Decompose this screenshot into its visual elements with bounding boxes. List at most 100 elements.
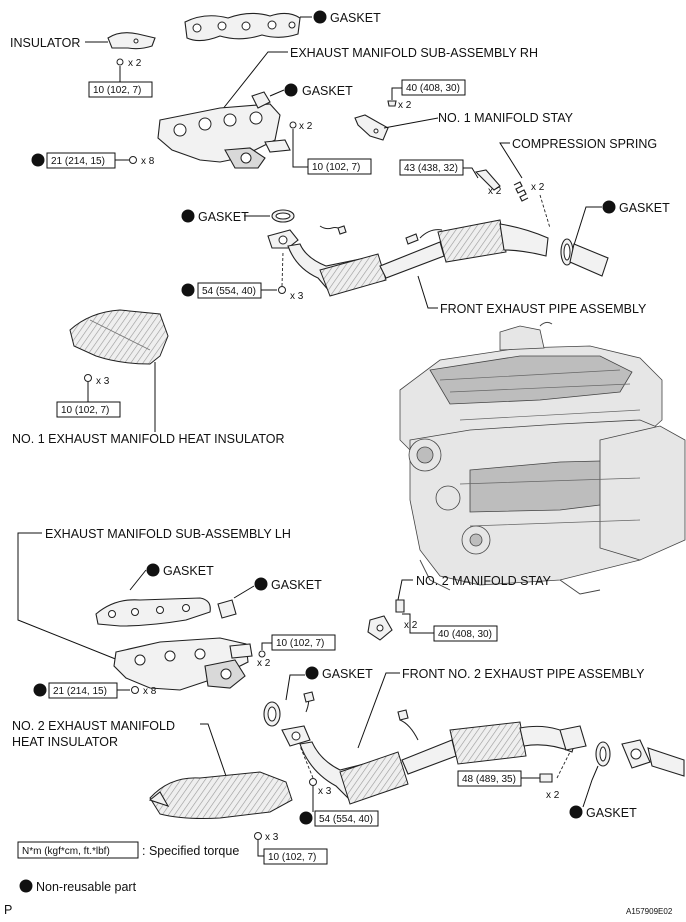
compression-spring-drawing: [513, 181, 529, 202]
torque-box: [433, 625, 498, 642]
no1-manifold-stay-drawing: [354, 114, 389, 141]
gasket-label: GASKET: [322, 667, 373, 681]
nut-icon: [131, 686, 139, 694]
qty-label: x 2: [531, 182, 545, 193]
torque-value: 43 (438, 32): [404, 163, 458, 174]
nut-icon: [309, 778, 317, 786]
qty-label: x 3: [96, 376, 110, 387]
gasket-label: GASKET: [619, 201, 670, 215]
front-exhaust-pipe-drawing: [267, 219, 549, 297]
gasket-label: GASKET: [330, 11, 381, 25]
no1-heat-insulator-drawing: [69, 309, 169, 365]
legend-torque-desc: : Specified torque: [142, 844, 239, 858]
non-reusable-marker: [181, 283, 195, 297]
qty-label: x 2: [398, 100, 412, 111]
engine-assembly-drawing: [399, 321, 686, 595]
front-no2-exhaust-pipe-label: FRONT NO. 2 EXHAUST PIPE ASSEMBLY: [402, 667, 645, 681]
nut-icon: [289, 121, 297, 129]
figure-id: A157909E02: [626, 907, 673, 916]
bolt-icon: [395, 599, 405, 613]
non-reusable-marker: [31, 153, 45, 167]
gasket-label: GASKET: [302, 84, 353, 98]
gasket-label: GASKET: [586, 806, 637, 820]
front-exhaust-pipe-label: FRONT EXHAUST PIPE ASSEMBLY: [440, 302, 647, 316]
torque-box: [56, 401, 121, 418]
lh-exhaust-manifold-drawing: [113, 637, 253, 691]
no2-heat-insulator-label: NO. 2 EXHAUST MANIFOLD: [12, 719, 175, 733]
torque-value: 54 (554, 40): [319, 814, 373, 825]
rh-top-gasket-drawing: [184, 12, 301, 42]
non-reusable-marker: [313, 10, 327, 24]
torque-value: 21 (214, 15): [51, 156, 105, 167]
legend-non-reusable-marker: [19, 879, 33, 893]
torque-value: 21 (214, 15): [53, 686, 107, 697]
qty-label: x 2: [257, 658, 271, 669]
no1-manifold-stay-label: NO. 1 MANIFOLD STAY: [438, 111, 574, 125]
no2-manifold-stay-label: NO. 2 MANIFOLD STAY: [416, 574, 552, 588]
qty-label: x 3: [290, 291, 304, 302]
qty-label: x 8: [143, 686, 157, 697]
torque-value: 40 (408, 30): [438, 629, 492, 640]
non-reusable-marker: [146, 563, 160, 577]
gasket-label: GASKET: [198, 210, 249, 224]
non-reusable-marker: [602, 200, 616, 214]
nut-icon: [84, 374, 92, 382]
torque-box: [314, 810, 379, 827]
torque-value: 10 (102, 7): [93, 85, 141, 96]
insulator-drawing: [107, 32, 156, 50]
torque-value: 54 (554, 40): [202, 286, 256, 297]
non-reusable-marker: [254, 577, 268, 591]
bolt-icon: [539, 773, 553, 783]
torque-value: 10 (102, 7): [268, 852, 316, 863]
legend-torque-units: N*m (kgf*cm, ft.*lbf): [22, 846, 110, 857]
rh-small-gasket-drawing: [251, 91, 271, 109]
non-reusable-marker: [33, 683, 47, 697]
exhaust-manifold-rh-label: EXHAUST MANIFOLD SUB-ASSEMBLY RH: [290, 46, 538, 60]
qty-label: x 8: [141, 156, 155, 167]
qty-label: x 3: [265, 832, 279, 843]
rh-exhaust-manifold-drawing: [157, 103, 291, 169]
gasket-label: GASKET: [271, 578, 322, 592]
qty-label: x 2: [299, 121, 313, 132]
non-reusable-marker: [299, 811, 313, 825]
nut-icon: [116, 58, 124, 66]
torque-box: [88, 81, 153, 98]
torque-value: 40 (408, 30): [406, 83, 460, 94]
no2-heat-insulator-drawing: [149, 771, 293, 819]
insulator-label: INSULATOR: [10, 36, 80, 50]
exhaust-manifold-lh-label: EXHAUST MANIFOLD SUB-ASSEMBLY LH: [45, 527, 291, 541]
qty-label: x 2: [128, 58, 142, 69]
no2-heat-insulator-label-line2: HEAT INSULATOR: [12, 735, 118, 749]
tail-pipe-drawing: [569, 243, 609, 277]
torque-value: 10 (102, 7): [312, 162, 360, 173]
nut-icon: [258, 650, 266, 658]
nut-icon: [254, 832, 262, 840]
lh-gasket-drawing: [95, 597, 211, 627]
no1-heat-insulator-label: NO. 1 EXHAUST MANIFOLD HEAT INSULATOR: [12, 432, 285, 446]
footer-mark: P: [4, 903, 12, 917]
qty-label: x 2: [404, 620, 418, 631]
qty-label: x 2: [488, 186, 502, 197]
torque-box: [263, 848, 328, 865]
torque-value: 48 (489, 35): [462, 774, 516, 785]
legend-non-reusable-text: Non-reusable part: [36, 880, 137, 894]
lh-flange-drawing: [559, 725, 587, 751]
torque-value: 10 (102, 7): [276, 638, 324, 649]
compression-spring-label: COMPRESSION SPRING: [512, 137, 657, 151]
qty-label: x 2: [546, 790, 560, 801]
non-reusable-marker: [181, 209, 195, 223]
gasket-label: GASKET: [163, 564, 214, 578]
legend-torque-box: [17, 841, 139, 859]
nut-icon: [278, 286, 286, 294]
non-reusable-marker: [305, 666, 319, 680]
torque-value: 10 (102, 7): [61, 405, 109, 416]
qty-label: x 3: [318, 786, 332, 797]
non-reusable-marker: [284, 83, 298, 97]
torque-box: [307, 158, 372, 175]
non-reusable-marker: [569, 805, 583, 819]
lh-small-gasket-drawing: [217, 599, 237, 619]
front-no2-exhaust-pipe-drawing: [281, 691, 577, 805]
nut-icon: [129, 156, 137, 164]
bolt-icon: [387, 100, 397, 107]
